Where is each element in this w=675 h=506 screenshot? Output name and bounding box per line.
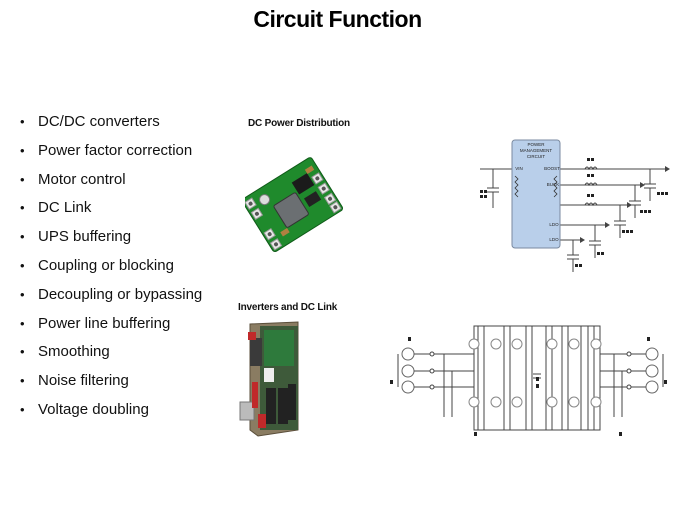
inverter-photo <box>239 321 299 437</box>
bullet-item: • Smoothing <box>20 342 202 371</box>
power-management-diagram: POWER MANAGEMENT CIRCUIT VIN BOOST BUCK LDO… <box>480 139 670 272</box>
ac-source-icon <box>645 380 659 394</box>
bullet-item: • Power factor correction <box>20 141 202 170</box>
bullet-item: • Coupling or blocking <box>20 256 202 285</box>
transistor-icon <box>468 396 480 408</box>
bullet-icon: • <box>20 286 25 302</box>
transistor-icon <box>468 338 480 350</box>
bullet-icon: • <box>20 171 25 187</box>
bullet-item: • UPS buffering <box>20 227 202 256</box>
ic-chip <box>291 173 315 195</box>
bullet-item: • Noise filtering <box>20 371 202 400</box>
ac-source-icon <box>401 364 415 378</box>
svg-text:VIN: VIN <box>515 166 523 171</box>
svg-text:BOOST: BOOST <box>544 166 560 171</box>
bullet-text: Power line buffering <box>38 314 171 332</box>
bullet-item: • DC/DC converters <box>20 112 202 141</box>
slide-title: Circuit Function <box>253 6 422 32</box>
bullet-icon: • <box>20 200 25 216</box>
bullet-icon: • <box>20 373 25 389</box>
ac-source-icon <box>645 347 659 361</box>
bullet-icon: • <box>20 229 25 245</box>
block-title-1: POWER <box>527 142 545 147</box>
transistor-icon <box>490 396 502 408</box>
bullet-icon: • <box>20 315 25 331</box>
application-list: • DC/DC converters • Power factor correctio… <box>20 112 202 429</box>
dc-converter-photo <box>245 157 344 252</box>
transistor-icon <box>546 396 558 408</box>
bullet-text: Power factor correction <box>38 141 193 159</box>
transistor-icon <box>590 338 602 350</box>
bullet-icon: • <box>20 142 25 158</box>
bullet-icon: • <box>20 344 25 360</box>
transistor-icon <box>511 396 523 408</box>
power-management-block <box>511 139 561 249</box>
block-title-2: MANAGEMENT <box>520 148 553 153</box>
ac-source-icon <box>645 364 659 378</box>
bullet-text: Noise filtering <box>38 372 129 390</box>
bullet-text: Coupling or blocking <box>38 256 174 274</box>
bullet-icon: • <box>20 401 25 417</box>
block-title-3: CIRCUIT <box>527 154 545 159</box>
ac-source-icon <box>401 347 415 361</box>
transistor-icon <box>490 338 502 350</box>
bullet-item: • Voltage doubling <box>20 400 202 429</box>
ac-source-icon <box>401 380 415 394</box>
bullet-text: Voltage doubling <box>38 400 149 418</box>
svg-text:LDO: LDO <box>549 222 559 227</box>
bullet-icon: • <box>20 114 25 129</box>
inverter-caption: Inverters and DC Link <box>238 302 338 313</box>
bullet-text: UPS buffering <box>38 228 132 246</box>
label-marker <box>619 432 622 436</box>
label-marker <box>536 384 539 388</box>
bullet-text: Smoothing <box>38 343 110 361</box>
label-marker <box>664 380 667 384</box>
transistor-icon <box>590 396 602 408</box>
bullet-text: Motor control <box>38 170 126 188</box>
label-marker <box>474 432 477 436</box>
label-marker <box>536 377 539 381</box>
bullet-item: • Motor control <box>20 170 202 199</box>
bullet-text: DC/DC converters <box>38 113 160 130</box>
svg-text:LDO: LDO <box>549 237 559 242</box>
bullet-item: • DC Link <box>20 198 202 227</box>
bullet-text: Decoupling or bypassing <box>38 285 203 303</box>
transistor-icon <box>511 338 523 350</box>
label-marker <box>390 380 393 384</box>
bullet-text: DC Link <box>38 199 92 217</box>
label-marker <box>408 337 411 341</box>
inverter-schematic <box>390 325 667 436</box>
transistor-icon <box>568 396 580 408</box>
inductor <box>273 192 309 228</box>
bullet-icon: • <box>20 257 25 273</box>
transistor-icon <box>568 338 580 350</box>
label-marker <box>647 337 650 341</box>
svg-text:BUCK: BUCK <box>547 182 560 187</box>
transistor-icon <box>546 338 558 350</box>
dc-bus-frame <box>473 325 601 431</box>
dc-power-caption: DC Power Distribution <box>248 118 350 129</box>
bullet-item: • Power line buffering <box>20 314 202 343</box>
bullet-item: • Decoupling or bypassing <box>20 285 202 314</box>
